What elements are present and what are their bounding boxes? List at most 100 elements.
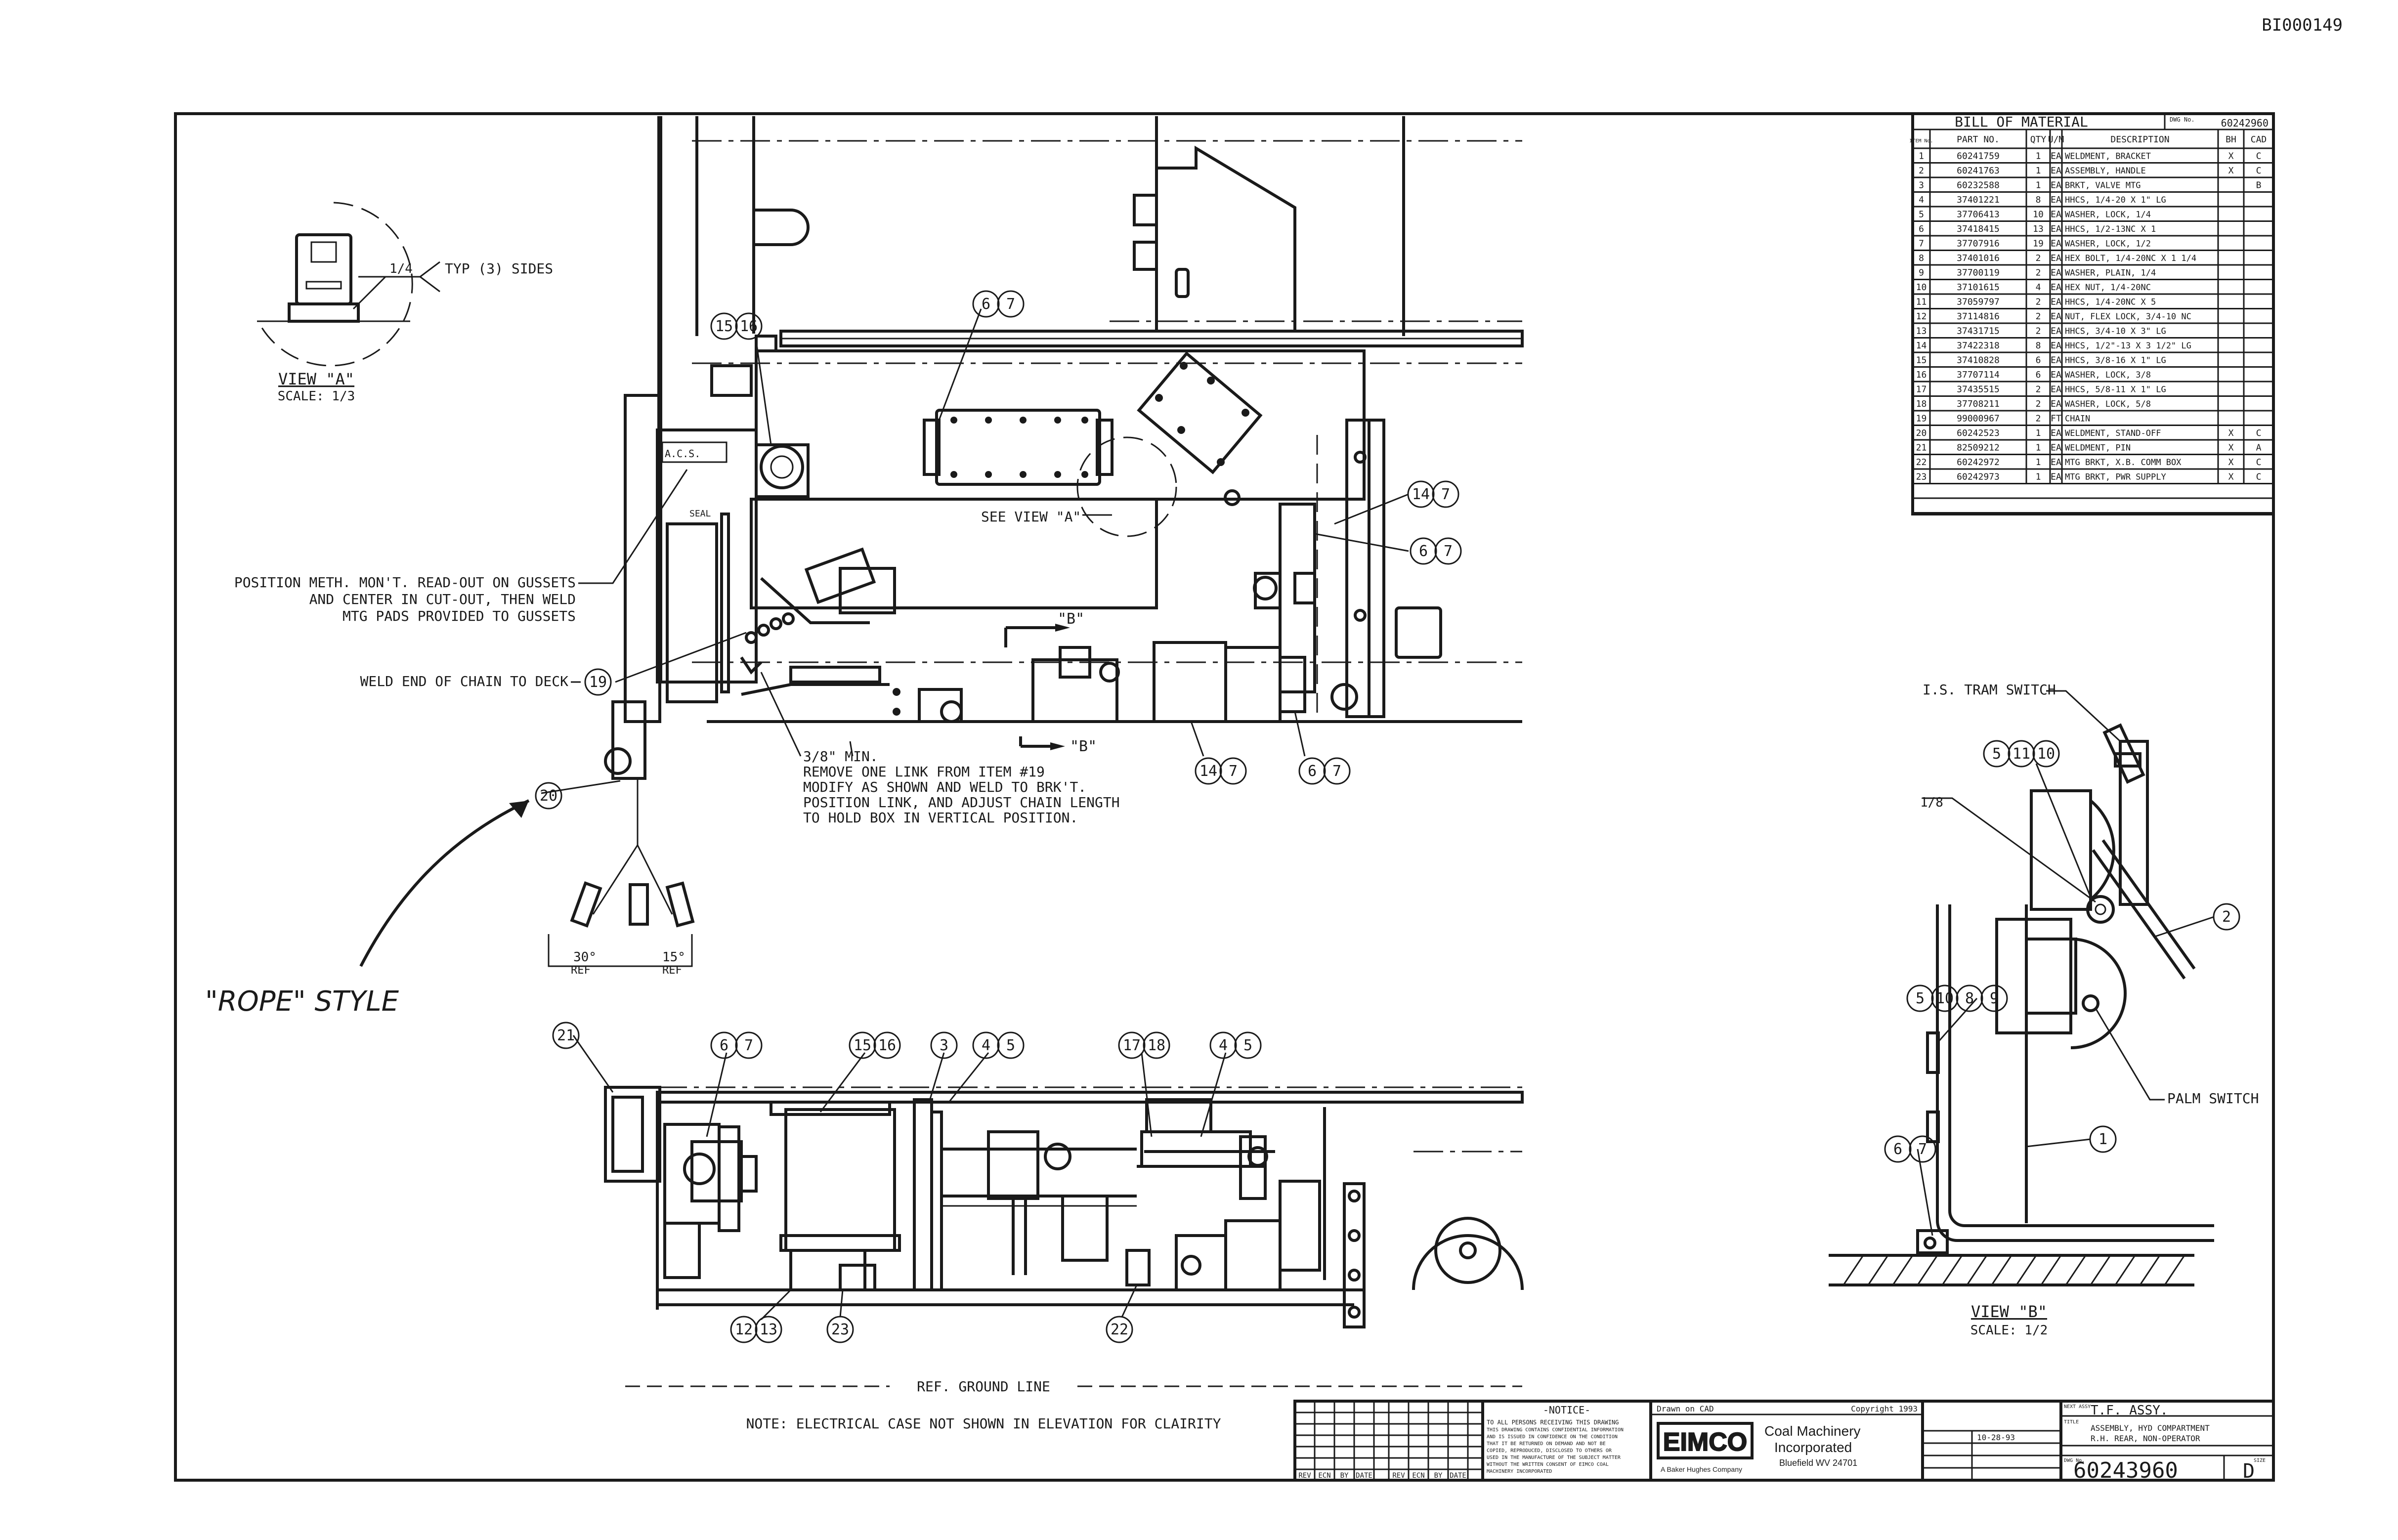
svg-text:5: 5	[1006, 1037, 1015, 1054]
elevation-balloons: 21 6 7 15 16 3 4 5 17 18 4 5 12 13 23 22	[552, 1022, 1262, 1343]
bom-cell: C	[2256, 166, 2262, 176]
elevation-view: REF. GROUND LINE NOTE: ELECTRICAL CASE N…	[572, 1035, 1524, 1432]
bom-cell: WASHER, LOCK, 1/2	[2065, 239, 2151, 249]
balloon: 12	[730, 1316, 758, 1343]
bom-cell: 2	[2036, 268, 2041, 278]
company-line-2: Incorporated	[1774, 1440, 1852, 1455]
bom-cell: 13	[2033, 224, 2044, 234]
plan-balloons: 15 16 6 7 14 7 6 7 19 20 14 7 6 7	[535, 290, 1462, 810]
view-b-title: VIEW "B"	[1971, 1302, 2047, 1321]
svg-text:12: 12	[735, 1321, 753, 1338]
balloon: 17	[1118, 1031, 1146, 1059]
bom-cell: X	[2228, 428, 2234, 438]
bom-cell: 23	[1916, 472, 1927, 482]
note-position-2: AND CENTER IN CUT-OUT, THEN WELD	[309, 591, 576, 607]
svg-text:13: 13	[760, 1321, 777, 1338]
notice-line-6: USED IN THE MANUFACTURE OF THE SUBJECT M…	[1487, 1455, 1621, 1460]
bom-cell: EA	[2051, 457, 2061, 468]
balloon: 6	[710, 1031, 738, 1059]
company-location: Bluefield WV 24701	[1779, 1458, 1857, 1468]
bom-cell: 9	[1919, 268, 1924, 278]
view-b: I.S. TRAM SWITCH 1/8 PALM SWITCH VIEW "B…	[1829, 682, 2259, 1338]
bom-cell: CHAIN	[2065, 414, 2090, 424]
note-chain: WELD END OF CHAIN TO DECK	[360, 673, 569, 689]
note-position-3: MTG PADS PROVIDED TO GUSSETS	[343, 608, 576, 624]
svg-text:17: 17	[1123, 1037, 1141, 1054]
bom-cell: EA	[2051, 151, 2061, 162]
note-link-5: TO HOLD BOX IN VERTICAL POSITION.	[803, 810, 1078, 826]
bom-cell: WELDMENT, BRACKET	[2065, 152, 2151, 162]
note-link-4: POSITION LINK, AND ADJUST CHAIN LENGTH	[803, 794, 1120, 811]
bom-cell: HEX NUT, 1/4-20NC	[2065, 283, 2151, 293]
bom-header-cell: DESCRIPTION	[2110, 134, 2169, 145]
bom-cell: C	[2256, 151, 2262, 162]
bom-dwg-no: 60242960	[2221, 117, 2269, 129]
bom-cell: 1	[2036, 472, 2041, 482]
svg-text:7: 7	[744, 1037, 753, 1054]
bom-cell: EA	[2051, 239, 2061, 249]
drawing-border	[174, 112, 2275, 1482]
company-block: Drawn on CAD Copyright 1993 EIMCO Coal M…	[1649, 1400, 1924, 1482]
notice-line-1: TO ALL PERSONS RECEIVING THIS DRAWING	[1487, 1419, 1619, 1426]
elevation-note: NOTE: ELECTRICAL CASE NOT SHOWN IN ELEVA…	[746, 1415, 1221, 1432]
title-line-1: ASSEMBLY, HYD COMPARTMENT	[2091, 1423, 2210, 1433]
bom-cell: MTG BRKT, PWR SUPPLY	[2065, 472, 2166, 482]
bom-cell: HHCS, 3/4-10 X 3" LG	[2065, 327, 2166, 337]
angle-30-ref: REF	[571, 964, 591, 977]
bom-cell: HHCS, 1/4-20 X 1" LG	[2065, 195, 2166, 205]
svg-text:6: 6	[1419, 543, 1428, 560]
balloon: 21	[552, 1022, 580, 1049]
bom-cell: 37401221	[1957, 195, 2000, 205]
bom-cell: 15	[1916, 355, 1927, 366]
bom-cell: 3	[1919, 180, 1924, 191]
bom-cell: NUT, FLEX LOCK, 3/4-10 NC	[2065, 312, 2191, 322]
balloon: 20	[535, 782, 562, 810]
next-assy: T.F. ASSY.	[2091, 1403, 2168, 1418]
view-a: 1/4 TYP (3) SIDES VIEW "A" SCALE: 1/3	[257, 202, 553, 404]
bom-cell: 6	[2036, 355, 2041, 366]
bom-cell: 8	[1919, 253, 1924, 263]
svg-text:14: 14	[1412, 486, 1430, 503]
notice-line-8: MACHINERY INCORPORATED	[1487, 1469, 1552, 1474]
bom-cell: WELDMENT, PIN	[2065, 443, 2131, 453]
balloon: 5	[1906, 984, 1934, 1012]
company-line-1: Coal Machinery	[1764, 1423, 1861, 1439]
bom-cell: 19	[1916, 414, 1927, 424]
bom-cell: 37700119	[1957, 268, 2000, 278]
bom-cell: 37410828	[1957, 355, 2000, 366]
svg-text:7: 7	[1444, 543, 1453, 560]
balloon: 3	[930, 1031, 958, 1059]
bom-cell: 21	[1916, 443, 1927, 453]
ground-line-label: REF. GROUND LINE	[917, 1378, 1050, 1395]
bom-cell: 6	[1919, 224, 1924, 234]
bom-cell: 1	[2036, 166, 2041, 176]
rev-header-by: BY	[1340, 1472, 1349, 1480]
svg-text:4: 4	[1219, 1037, 1228, 1054]
bom-cell: 2	[1919, 166, 1924, 176]
balloon: 7	[1432, 480, 1459, 508]
svg-text:5: 5	[1992, 745, 2001, 763]
balloon: 16	[735, 312, 763, 340]
bom-header-cell: U/M	[2048, 134, 2064, 145]
bom-cell: EA	[2051, 370, 2061, 380]
svg-text:4: 4	[982, 1037, 990, 1054]
bom-cell: WASHER, LOCK, 3/8	[2065, 370, 2151, 380]
bom-cell: 2	[2036, 297, 2041, 307]
bom-cell: X	[2228, 457, 2234, 468]
balloon: 6	[1884, 1135, 1912, 1163]
notice-block: -NOTICE- TO ALL PERSONS RECEIVING THIS D…	[1481, 1400, 1652, 1482]
balloon: 2	[2213, 903, 2240, 931]
svg-text:9: 9	[1990, 990, 1999, 1007]
balloon: 14	[1407, 480, 1435, 508]
dwg-no-label: DWG No.	[2064, 1458, 2085, 1463]
notice-title: -NOTICE-	[1543, 1404, 1590, 1416]
bom-cell: 2	[2036, 311, 2041, 322]
drawn-on-cad: Drawn on CAD	[1657, 1404, 1714, 1413]
next-assy-label: NEXT ASSY	[2064, 1404, 2091, 1410]
